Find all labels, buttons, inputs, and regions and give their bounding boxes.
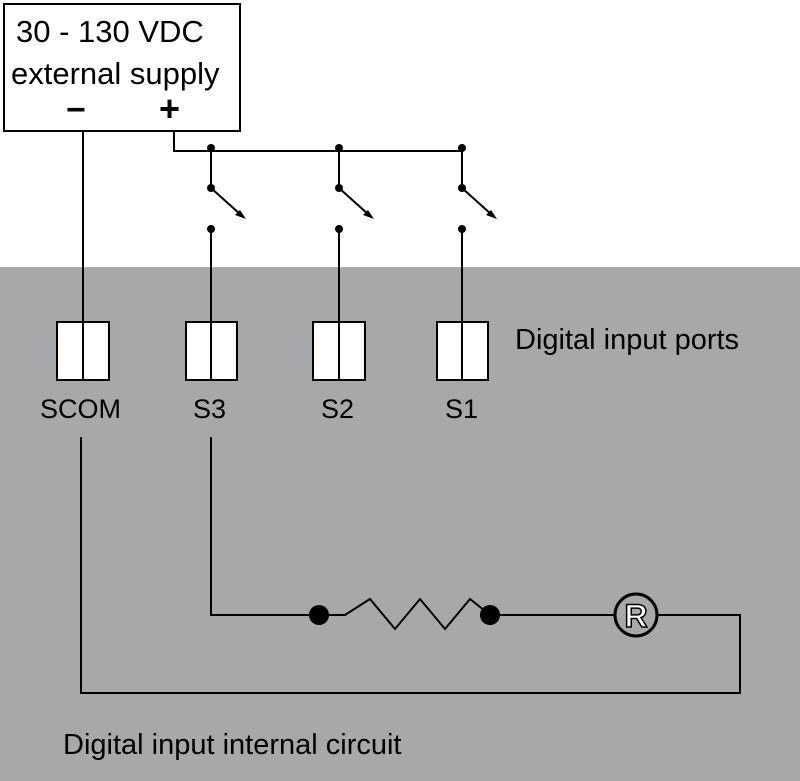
return-wire [80,437,741,694]
switch-s3 [207,144,246,322]
supply-minus-label: − [66,91,86,129]
internal-circuit-caption: Digital input internal circuit [63,729,402,761]
port-label-scom: SCOM [40,394,121,424]
port-label-s2: S2 [321,394,355,424]
terminal-s1 [436,321,489,381]
positive-bus-wire [173,131,462,152]
supply-plus-label: + [159,88,181,129]
s3-internal-wire [210,437,319,616]
terminal-scom [56,321,110,381]
ports-heading: Digital input ports [515,324,740,356]
external-supply-box [3,3,241,132]
registered-circle-icon: R [613,592,659,638]
terminal-s3 [185,321,238,381]
terminal-s2 [312,321,366,381]
port-label-s1: S1 [445,394,479,424]
internal-circuit-area [0,267,800,781]
supply-type-label: external supply [11,56,220,91]
switch-s2 [335,144,374,322]
port-label-s3: S3 [193,394,227,424]
indicator-symbol: R [624,598,647,634]
switch-s1 [458,144,497,322]
supply-voltage-label: 30 - 130 VDC [16,14,204,49]
